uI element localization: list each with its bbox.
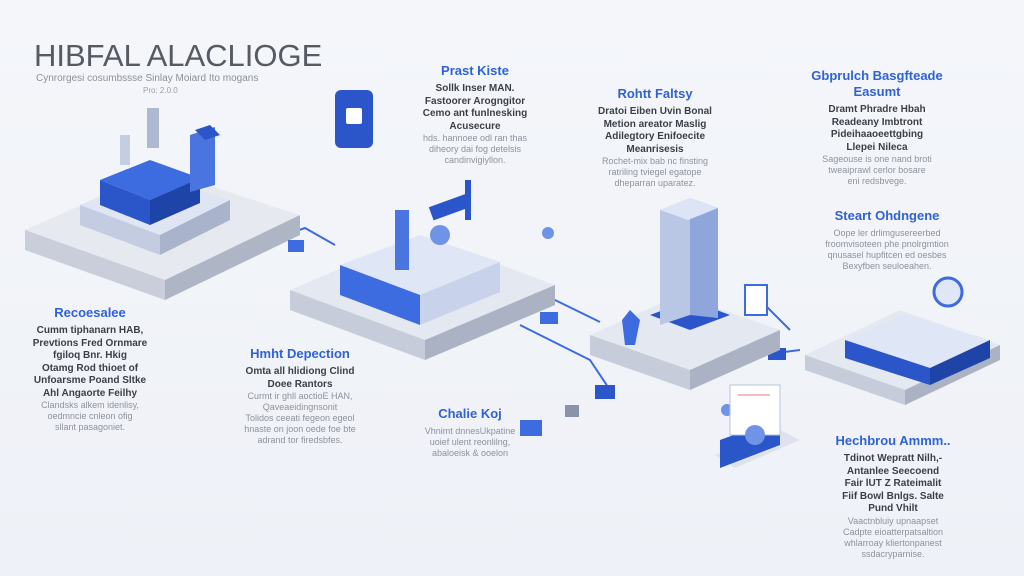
section-line: Omta all hlidiong Clind — [245, 366, 355, 377]
section-line: Vhnimt dnnesUkpatine — [424, 426, 516, 436]
small-devices — [288, 90, 786, 436]
section-line: Adilegtory Enifoecite — [604, 131, 705, 142]
version-label: Pro: 2.0.0 — [143, 86, 178, 95]
section-line: Curmt ir ghll aoctioE HAN, — [247, 391, 353, 401]
section-line: abaloeisk & ooelon — [431, 448, 509, 458]
section-line: Readeany Imbtront — [831, 116, 923, 128]
section-line: Vaactnbluiy upnaapset — [847, 515, 939, 526]
section-line: Pund Vhilt — [868, 503, 918, 514]
section-line: whlarroay kliertonpanest — [844, 537, 942, 548]
section-line: Sageouse is one nand broti — [822, 154, 932, 164]
section-line: Dramt Phradre Hbah — [828, 104, 926, 115]
section-line: ratriling tviegel egatope — [608, 167, 702, 177]
section-line: hnaste on joon oede foe bte — [244, 424, 356, 434]
page-subtitle: Cynrorgesi cosumbssse Sinlay Moiard Ito … — [36, 73, 259, 84]
section-line: ssdacryparnise. — [861, 548, 925, 559]
section-line: diheory dai fog detelsis — [428, 144, 522, 154]
section-line: eni redsbvege. — [847, 176, 907, 186]
section-line: Bexyfben seuloeahen. — [842, 261, 932, 271]
section-title: Rohtt Faltsy — [617, 86, 693, 101]
section-line: qnusasel hupfitcen ed oesbes — [827, 250, 947, 260]
section-line: Ahl Angaorte Feilhy — [42, 387, 138, 399]
section-line: adrand tor firedsbfes. — [257, 435, 343, 445]
section-title: Hechbrou Ammm.. — [835, 433, 951, 448]
section-hechbrou: Hechbrou Ammm.. Tdinot Wepratt Nilh,-Anta… — [798, 433, 988, 560]
section-line: Oope ler drlimgusereerbed — [833, 228, 941, 238]
section-line: Sollk Inser MAN. — [435, 83, 515, 94]
section-line: Clandsks alkem idenlisy, — [41, 400, 139, 410]
section-line: Metion areator Maslig — [603, 118, 707, 130]
section-line: Fair lUT Z Rateimalit — [844, 478, 942, 489]
section-line: Doee Rantors — [267, 378, 333, 390]
section-line: Qaveaeidingnsonit — [262, 402, 338, 412]
section-line: Llepei Nileca — [846, 141, 908, 153]
section-line: candinvigiyllon. — [444, 155, 506, 165]
section-title: Hmht Depection — [250, 346, 350, 361]
section-line: Dratoi Eiben Uvin Bonal — [598, 106, 712, 117]
section-line: Cemo ant funlnesking — [422, 108, 528, 119]
factory-platform — [25, 108, 300, 300]
section-line: hds. hannoee odl ran thas — [422, 133, 528, 143]
section-line: dheparran uparatez. — [614, 178, 696, 188]
display-board — [715, 384, 800, 468]
section-line: Cadpte eioatterpatsaltion — [842, 526, 944, 537]
page-title: HIBFAL ALACLIOGE — [34, 38, 323, 73]
section-line: Pideihaaoeettgbing — [830, 129, 924, 140]
section-title: Steart Ohdngene — [834, 208, 940, 223]
section-line: Fiif Bowl Bnlgs. Salte — [842, 490, 944, 502]
section-line: sllant pasagoniet. — [54, 422, 126, 432]
section-title: Chalie Koj — [438, 406, 502, 421]
section-line: Rochet-mix bab nc finsting — [601, 156, 709, 166]
server-tower-platform — [590, 198, 780, 390]
section-line: Tolidos ceeati fegeon egeol — [245, 413, 355, 423]
section-title: Gbprulch Basgfteade Easumt — [811, 68, 943, 99]
section-line: fgiloq Bnr. Hkig — [53, 350, 127, 361]
section-line: Tdinot Wepratt Nilh,- — [843, 453, 943, 464]
section-body: Cumm tiphanarn HAB,Prevtions Fred Ornmar… — [0, 325, 185, 433]
section-title: Recoesalee — [54, 305, 126, 320]
section-line: Meanrisesis — [626, 143, 684, 155]
section-line: Otamg Rod thioet of — [41, 362, 139, 374]
section-line: Unfoarsme Poand Sltke — [33, 375, 147, 386]
section-line: froomvisoteen phe pnolrgmtion — [825, 239, 949, 249]
section-line: Prevtions Fred Ornmare — [32, 337, 148, 349]
control-station-platform — [805, 276, 1000, 405]
section-line: Antanlee Seecoend — [846, 465, 940, 477]
section-line: Acusecure — [449, 120, 501, 132]
section-line: tweaiprawl cerlor bosare — [828, 165, 926, 175]
section-line: Cumm tiphanarn HAB, — [36, 325, 144, 336]
section-line: uoief ulent reonlilng, — [429, 437, 511, 447]
section-line: oedmncie cnleon ofig — [47, 411, 133, 421]
section-line: Fastoorer Arogngitor — [424, 95, 526, 107]
section-title: Prast Kiste — [441, 63, 509, 78]
machinery-platform — [290, 180, 555, 360]
